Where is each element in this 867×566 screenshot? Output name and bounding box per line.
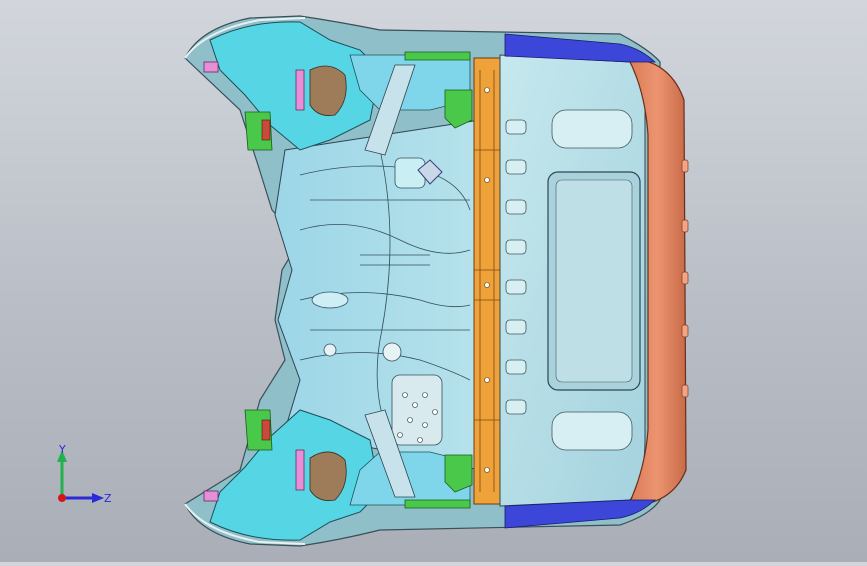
upper-strut-mount (309, 65, 347, 116)
z-axis-label: Z (104, 492, 112, 505)
red-clips (261, 119, 271, 441)
radiator-support-beam (473, 57, 501, 505)
lower-strut-mount (309, 451, 347, 501)
upper-diagonal-brace (364, 64, 416, 156)
rear-left-wheelhouse (209, 409, 381, 541)
bolt-holes (397, 392, 438, 443)
y-axis-label: Y (58, 443, 66, 456)
y-arrowhead-icon (57, 450, 67, 462)
lower-fender-edge (504, 499, 657, 529)
beam-ribs (474, 70, 500, 492)
z-arrowhead-icon (92, 493, 104, 503)
floor-features (299, 149, 471, 451)
coordinate-triad: Y Z (46, 440, 116, 510)
beam-holes (484, 87, 490, 473)
lower-edge-highlight (184, 503, 306, 545)
upper-edge-highlight (184, 17, 306, 59)
lower-diagonal-brace (364, 409, 416, 498)
origin-dot-icon (58, 494, 66, 502)
diamond-emblem (417, 159, 443, 185)
bumper-tabs (681, 159, 689, 398)
pink-brackets (203, 61, 305, 502)
front-left-wheelhouse (209, 21, 381, 151)
hood-reinforcement-ribs (505, 109, 633, 451)
upper-fender-edge (504, 33, 657, 63)
